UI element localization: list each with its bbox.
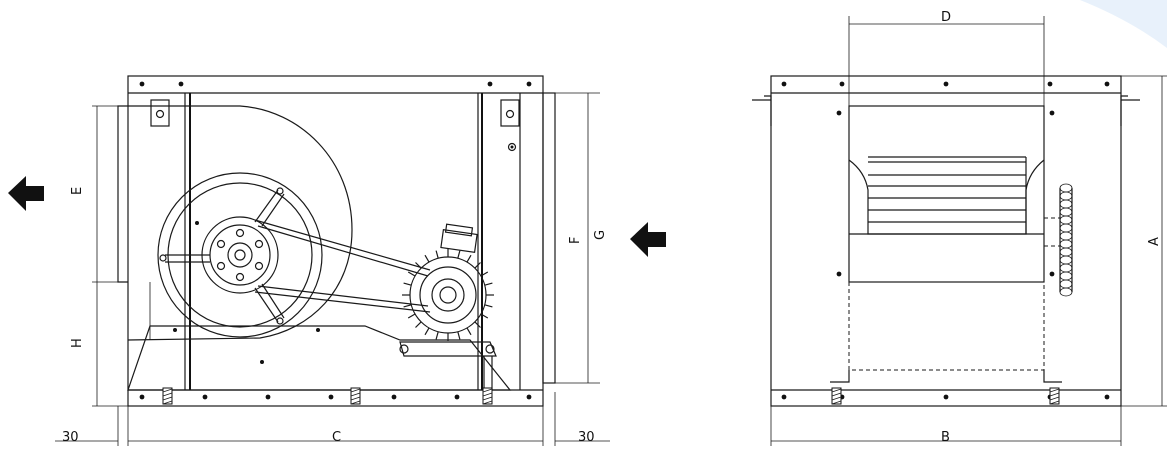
motor-fin <box>484 282 493 286</box>
dim-label-h: H <box>70 338 85 348</box>
pulley-groove <box>1059 191 1073 201</box>
pulley-groove <box>1059 247 1073 257</box>
dim-label-offset-left: 30 <box>62 430 79 445</box>
pulley-groove <box>1059 287 1073 297</box>
pulley-groove <box>1059 183 1073 193</box>
pulley-groove <box>1059 199 1073 209</box>
housing-bolts <box>139 81 532 400</box>
motor-fin <box>480 313 489 319</box>
dim-label-offset-right: 30 <box>578 430 595 445</box>
vibration-mounts-left <box>162 387 493 405</box>
motor-cooling-fins <box>402 249 494 341</box>
dim-label-c: C <box>332 430 341 445</box>
dim-label-a: A <box>1147 237 1162 246</box>
airflow-arrow-right-view-icon <box>630 222 666 257</box>
pulley-groove <box>1059 231 1073 241</box>
motor-fin <box>474 321 481 328</box>
motor-fin <box>466 254 472 263</box>
airflow-arrow-left-icon <box>8 176 44 211</box>
dim-label-f: F <box>568 237 583 244</box>
motor-fin <box>403 304 412 308</box>
pulley-groove <box>1059 239 1073 249</box>
motor-fin <box>435 331 439 340</box>
pulley-groove <box>1059 255 1073 265</box>
pulley-groove <box>1059 279 1073 289</box>
motor-fin <box>484 304 493 308</box>
corner-accent <box>1080 0 1167 48</box>
motor-fin <box>466 327 472 336</box>
dim-label-b: B <box>941 430 950 445</box>
front-view <box>630 75 1140 407</box>
pulley-side-view <box>1059 183 1073 297</box>
motor-fin <box>457 250 461 259</box>
motor-fin <box>424 327 430 336</box>
pulley-groove <box>1059 271 1073 281</box>
motor-fin <box>403 282 412 286</box>
front-view-dimensions <box>770 16 1167 446</box>
hub-holes <box>216 228 264 282</box>
motor-fin <box>407 271 416 277</box>
motor-fin <box>407 313 416 319</box>
dim-label-d: D <box>941 10 951 25</box>
pulley-groove <box>1059 215 1073 225</box>
pulley-groove <box>1059 223 1073 233</box>
motor-fin <box>457 331 461 340</box>
motor-fin <box>435 250 439 259</box>
side-view <box>117 75 556 407</box>
motor-fin <box>415 321 422 328</box>
impeller-blades <box>868 156 1027 234</box>
pulley-groove <box>1059 207 1073 217</box>
motor-fin <box>480 271 489 277</box>
dim-label-e: E <box>70 187 85 195</box>
side-view-dimensions <box>55 92 610 446</box>
motor-fin <box>474 262 481 269</box>
pulley-groove <box>1059 263 1073 273</box>
dim-label-g: G <box>593 230 608 240</box>
motor-fin <box>415 262 422 269</box>
motor-fin <box>424 254 430 263</box>
